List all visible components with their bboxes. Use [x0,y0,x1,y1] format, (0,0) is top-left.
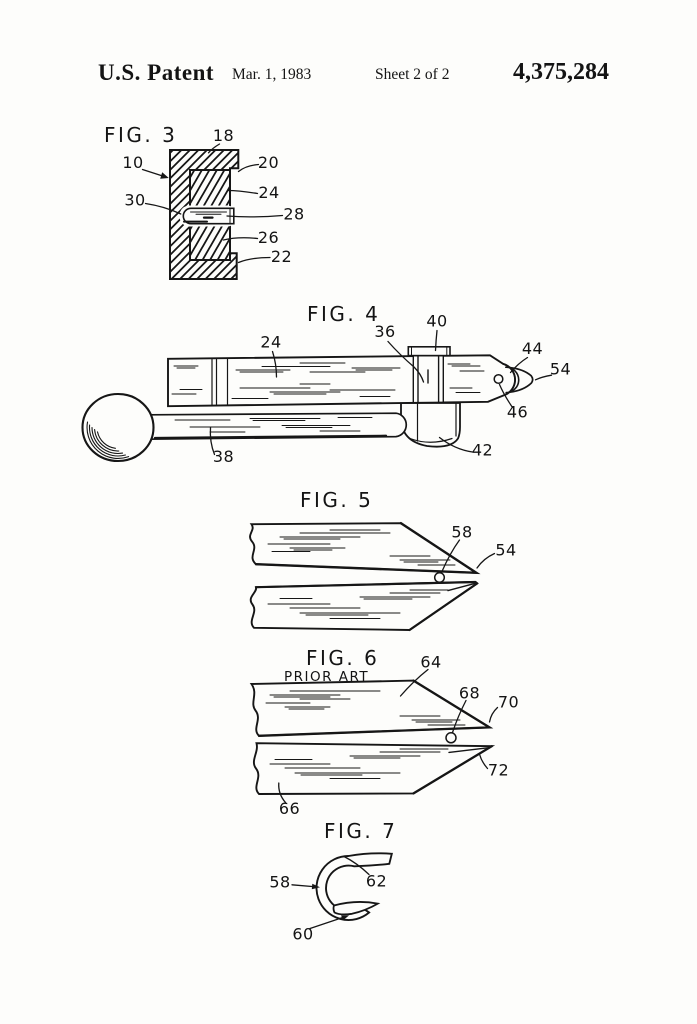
fig7-label-60: 60 [292,925,313,944]
fig7: FIG. 7 58 62 60 [269,819,397,944]
sheet-number: Sheet 2 of 2 [375,66,450,83]
fig4-top-plate-lines [411,346,448,356]
fig4-shaft-grain [174,417,373,433]
fig6-label-68: 68 [459,684,480,703]
fig4-leader-42 [438,436,474,453]
fig4-label-38: 38 [213,447,234,466]
fig6-title: FIG. 6 [306,646,379,670]
fig3-label-22: 22 [271,247,292,266]
fig4-label-42: 42 [472,441,493,460]
fig6-leader-68 [451,699,467,734]
fig4-label-40: 40 [426,312,447,331]
fig4-clamp-band [412,354,444,404]
fig6-upper-edge [257,679,494,737]
fig4-tip-cone [508,366,534,394]
fig5-leader-54 [476,552,496,569]
fig6-hook-circle [445,732,457,744]
fig5-upper-grain [267,529,456,566]
fig5-upper-edge [254,522,481,575]
fig4-label-44: 44 [522,339,543,358]
fig4-label-36: 36 [374,322,395,341]
fig4-bracket [400,402,461,448]
fig3-label-10: 10 [122,153,143,172]
fig7-barb [332,901,381,916]
fig6-upper-grain [265,690,466,726]
fig7-label-58: 58 [269,873,290,892]
fig4-label-54: 54 [550,360,571,379]
fig4-ball-handle [81,392,155,463]
fig4-title: FIG. 4 [307,302,380,326]
fig4-leader-38 [209,426,216,456]
fig4: FIG. 4 [81,302,571,466]
patent-header-title: U.S. Patent [98,60,215,85]
fig6-label-72: 72 [488,761,509,780]
fig7-leader-58 [291,884,313,888]
fig3-label-18: 18 [213,126,234,145]
fig5-label-58: 58 [451,523,472,542]
fig5: FIG. 5 58 54 [249,488,516,632]
fig3-label-30: 30 [124,191,145,210]
fig4-bar-seams [211,358,229,407]
fig6-label-70: 70 [498,693,519,712]
fig3-leader-10 [141,168,163,177]
fig3-label-28: 28 [283,205,304,224]
fig3-leader-20 [237,163,260,173]
fig4-label-24: 24 [260,333,281,352]
patent-number: 4,375,284 [513,59,609,85]
fig3-label-26: 26 [258,228,279,247]
fig3-leader-28 [226,214,284,218]
fig4-leader-36 [387,340,425,383]
fig7-arrowhead-60 [341,915,349,921]
fig5-lower-grain [267,589,449,619]
fig4-leader-44 [509,356,529,374]
patent-date: Mar. 1, 1983 [232,66,312,83]
fig4-label-46: 46 [507,403,528,422]
fig4-top-plate [407,345,451,357]
fig4-leader-54 [534,374,553,381]
fig6-label-64: 64 [420,653,441,672]
fig5-title: FIG. 5 [300,488,373,512]
fig5-label-54: 54 [495,541,516,560]
fig4-leader-46 [498,383,514,409]
fig4-ball-shading [86,421,130,459]
fig4-bracket-lines [409,402,457,443]
fig3: FIG. 3 18 10 20 24 30 [104,123,304,280]
fig5-hook-circle [433,571,446,584]
fig3-leader-22 [237,256,271,264]
fig7-arrowhead-58 [311,883,320,890]
fig6-leader-70 [488,706,499,723]
fig3-label-24: 24 [258,183,279,202]
fig4-pivot-circle [493,373,504,385]
fig3-leader-26 [222,237,259,241]
fig4-bar-grain [171,362,485,399]
fig6-leader-72 [479,754,489,770]
fig4-leader-24 [271,350,278,378]
fig7-hook-body [315,852,393,921]
fig6-lower-grain [269,748,449,779]
fig6: FIG. 6 PRIOR ART 64 68 70 72 66 [249,646,519,818]
fig6-subtitle: PRIOR ART [284,669,369,685]
fig3-label-20: 20 [258,153,279,172]
fig5-leader-58 [440,539,461,574]
fig6-leader-64 [399,668,429,697]
fig7-leader-62 [343,855,370,876]
fig6-lower-edge [412,745,493,795]
fig5-lower-bevel [447,582,477,592]
fig3-leader-18 [207,143,221,154]
fig7-leader-60 [309,917,343,930]
fig4-shaft-shadow [153,434,388,440]
fig3-title: FIG. 3 [104,123,177,147]
fig6-lower-bevel [448,746,491,754]
fig7-label-62: 62 [366,872,387,891]
fig4-leader-40 [434,329,438,352]
fig6-leader-66 [278,782,287,804]
fig3-leader-30 [144,202,182,215]
fig3-arrowhead-10 [160,172,169,179]
fig6-label-66: 66 [279,799,300,818]
fig7-title: FIG. 7 [324,819,397,843]
fig5-lower-blade [249,581,479,631]
fig3-leader-24 [226,189,259,195]
